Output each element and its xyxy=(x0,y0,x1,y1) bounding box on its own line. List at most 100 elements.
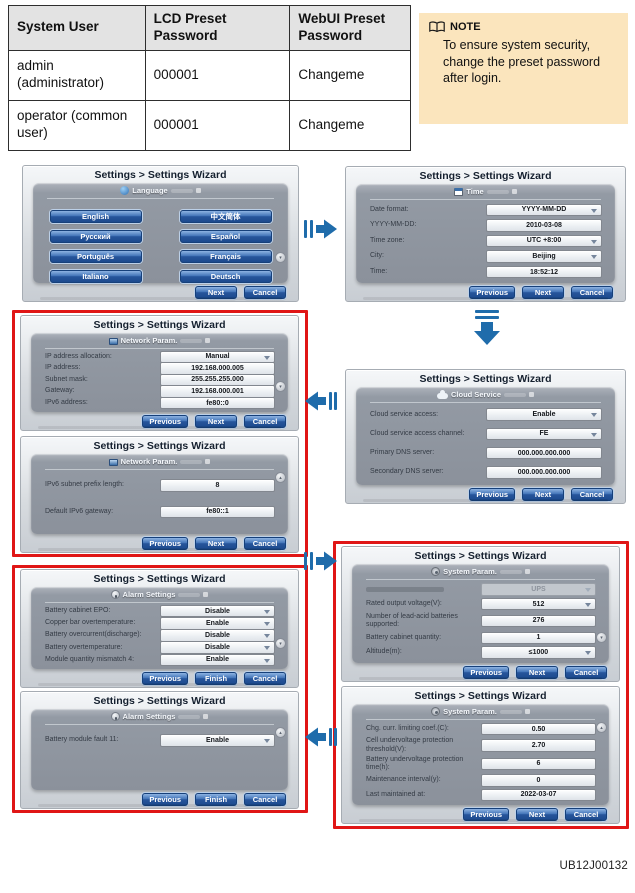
input-field[interactable]: 2.70 xyxy=(481,739,596,752)
field-label: IPv6 subnet prefix length: xyxy=(45,481,124,489)
wizard-body: Network Param. IPv6 subnet prefix length:… xyxy=(31,454,288,534)
language-button[interactable]: Русский xyxy=(49,230,142,243)
field-value: 2010-03-08 xyxy=(526,221,562,229)
cancel-button[interactable]: Cancel xyxy=(565,666,607,679)
input-field[interactable]: 000.000.000.000 xyxy=(486,446,602,460)
dropdown-field[interactable]: ≤1000 xyxy=(481,646,596,659)
language-button[interactable]: Français xyxy=(179,250,272,263)
dropdown-field[interactable]: Enable xyxy=(160,734,275,747)
input-field[interactable]: 000.000.000.000 xyxy=(486,466,602,479)
scroll-down-button[interactable]: ▾ xyxy=(596,632,607,643)
flow-arrow-left-icon xyxy=(304,724,338,755)
field-row: IPv6 subnet prefix length: 8 xyxy=(45,479,275,492)
field-value: 192.168.000.001 xyxy=(191,388,244,396)
input-field[interactable]: 0.50 xyxy=(481,722,596,736)
panel-header: Cloud Service xyxy=(370,389,601,403)
scroll-up-button[interactable]: ▴ xyxy=(596,722,607,733)
field-value: UPS xyxy=(531,585,546,593)
cancel-button[interactable]: Cancel xyxy=(565,808,607,821)
table-cell: Changeme xyxy=(289,99,411,151)
field-row: Number of lead-acid batteries supported:… xyxy=(366,613,596,630)
scroll-up-button[interactable]: ▴ xyxy=(275,727,286,738)
system-icon xyxy=(431,567,441,576)
panel-header: Network Param. xyxy=(45,456,274,470)
finish-button[interactable]: Finish xyxy=(195,793,237,806)
input-field[interactable]: 1 xyxy=(481,631,596,645)
scroll-down-button[interactable]: ▾ xyxy=(275,381,286,392)
field-value: 6 xyxy=(536,760,541,768)
previous-button[interactable]: Previous xyxy=(142,415,188,428)
scroll-down-button[interactable]: ▾ xyxy=(275,638,286,649)
previous-button[interactable]: Previous xyxy=(469,286,515,299)
cancel-button[interactable]: Cancel xyxy=(244,286,286,299)
panel-header: System Param. xyxy=(366,706,595,720)
note-title-text: NOTE xyxy=(450,21,481,33)
field-value: fe80::1 xyxy=(206,508,229,516)
finish-button[interactable]: Finish xyxy=(195,672,237,685)
next-button[interactable]: Next xyxy=(195,537,237,550)
panel-header-title: Language xyxy=(132,186,168,195)
language-button[interactable]: Deutsch xyxy=(179,270,272,283)
input-field[interactable]: 18:52:12 xyxy=(486,265,602,279)
cancel-button[interactable]: Cancel xyxy=(571,488,613,501)
next-button[interactable]: Next xyxy=(522,488,564,501)
next-button[interactable]: Next xyxy=(516,666,558,679)
previous-button[interactable]: Previous xyxy=(142,793,188,806)
previous-button[interactable]: Previous xyxy=(463,666,509,679)
previous-button[interactable]: Previous xyxy=(142,537,188,550)
input-field[interactable]: 2010-03-08 xyxy=(486,219,602,232)
field-label: Number of lead-acid batteries supported: xyxy=(366,612,458,628)
input-field[interactable]: 192.168.000.005 xyxy=(160,362,275,375)
wizard-breadcrumb: Settings > Settings Wizard xyxy=(94,169,227,181)
dropdown-field[interactable]: Enable xyxy=(160,653,275,667)
field-value: Manual xyxy=(205,353,230,361)
input-field[interactable]: 8 xyxy=(160,479,275,492)
previous-button[interactable]: Previous xyxy=(463,808,509,821)
next-button[interactable]: Next xyxy=(195,286,237,299)
scroll-up-button[interactable]: ▴ xyxy=(275,472,286,483)
language-button[interactable]: 中文简体 xyxy=(179,210,272,223)
next-button[interactable]: Next xyxy=(522,286,564,299)
input-field[interactable]: 192.168.000.001 xyxy=(160,385,275,398)
panel-footer: Previous Next Cancel xyxy=(142,537,286,550)
steps-indicator xyxy=(499,569,522,574)
field-label: Time zone: xyxy=(370,236,405,244)
previous-button[interactable]: Previous xyxy=(142,672,188,685)
next-button[interactable]: Next xyxy=(195,415,237,428)
previous-button[interactable]: Previous xyxy=(469,488,515,501)
cancel-button[interactable]: Cancel xyxy=(244,672,286,685)
input-field[interactable]: 0 xyxy=(481,774,596,787)
scroll-down-button[interactable]: ▾ xyxy=(275,252,286,263)
language-button[interactable]: Español xyxy=(179,230,272,243)
next-button[interactable]: Next xyxy=(516,808,558,821)
dropdown-field[interactable]: Enable xyxy=(160,617,275,630)
cancel-button[interactable]: Cancel xyxy=(244,537,286,550)
dropdown-field[interactable]: FE xyxy=(486,427,602,441)
dropdown-field[interactable]: UPS xyxy=(481,583,596,596)
cancel-button[interactable]: Cancel xyxy=(244,415,286,428)
input-field[interactable]: 2022-03-07 xyxy=(481,788,596,801)
language-button[interactable]: Português xyxy=(49,250,142,263)
field-label: Cell undervoltage protection threshold(V… xyxy=(366,737,454,753)
dropdown-field[interactable]: Beijing xyxy=(486,250,602,263)
dropdown-field[interactable]: Disable xyxy=(160,604,275,618)
cancel-button[interactable]: Cancel xyxy=(571,286,613,299)
dropdown-field[interactable]: 512 xyxy=(481,597,596,611)
input-field[interactable]: 276 xyxy=(481,614,596,628)
dropdown-field[interactable]: Disable xyxy=(160,629,275,642)
input-field[interactable]: fe80::1 xyxy=(160,505,275,518)
input-field[interactable]: fe80::0 xyxy=(160,396,275,410)
dropdown-field[interactable]: Disable xyxy=(160,641,275,654)
dropdown-field[interactable]: Enable xyxy=(486,408,602,421)
language-button[interactable]: English xyxy=(49,210,142,223)
chevron-down-icon xyxy=(591,432,597,437)
cancel-button[interactable]: Cancel xyxy=(244,793,286,806)
field-row: Cloud service access:Enable xyxy=(370,408,602,421)
dropdown-field[interactable]: UTC +8:00 xyxy=(486,234,602,248)
input-field[interactable]: 6 xyxy=(481,757,596,771)
language-button[interactable]: Italiano xyxy=(49,270,142,283)
field-label: Module quantity mismatch 4: xyxy=(45,655,135,663)
dropdown-field[interactable]: YYYY-MM-DD xyxy=(486,203,602,217)
field-label: Date format: xyxy=(370,205,409,213)
